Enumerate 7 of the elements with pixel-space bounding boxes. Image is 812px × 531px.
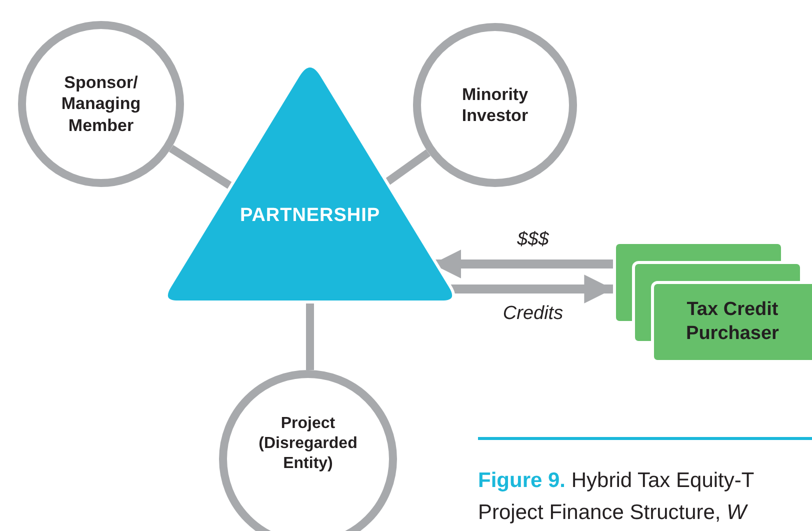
node-label: Minority Investor — [460, 84, 530, 126]
node-label: Project (Disregarded Entity) — [258, 414, 358, 474]
node-label: PARTNERSHIP — [240, 205, 380, 226]
node-label: Sponsor/ Managing Member — [60, 72, 142, 136]
figure-caption: Figure 9. Hybrid Tax Equity-T Project Finance Structure, W — [478, 468, 755, 526]
node-label: Tax Credit Purchaser — [685, 298, 780, 346]
connector-line — [306, 302, 314, 370]
